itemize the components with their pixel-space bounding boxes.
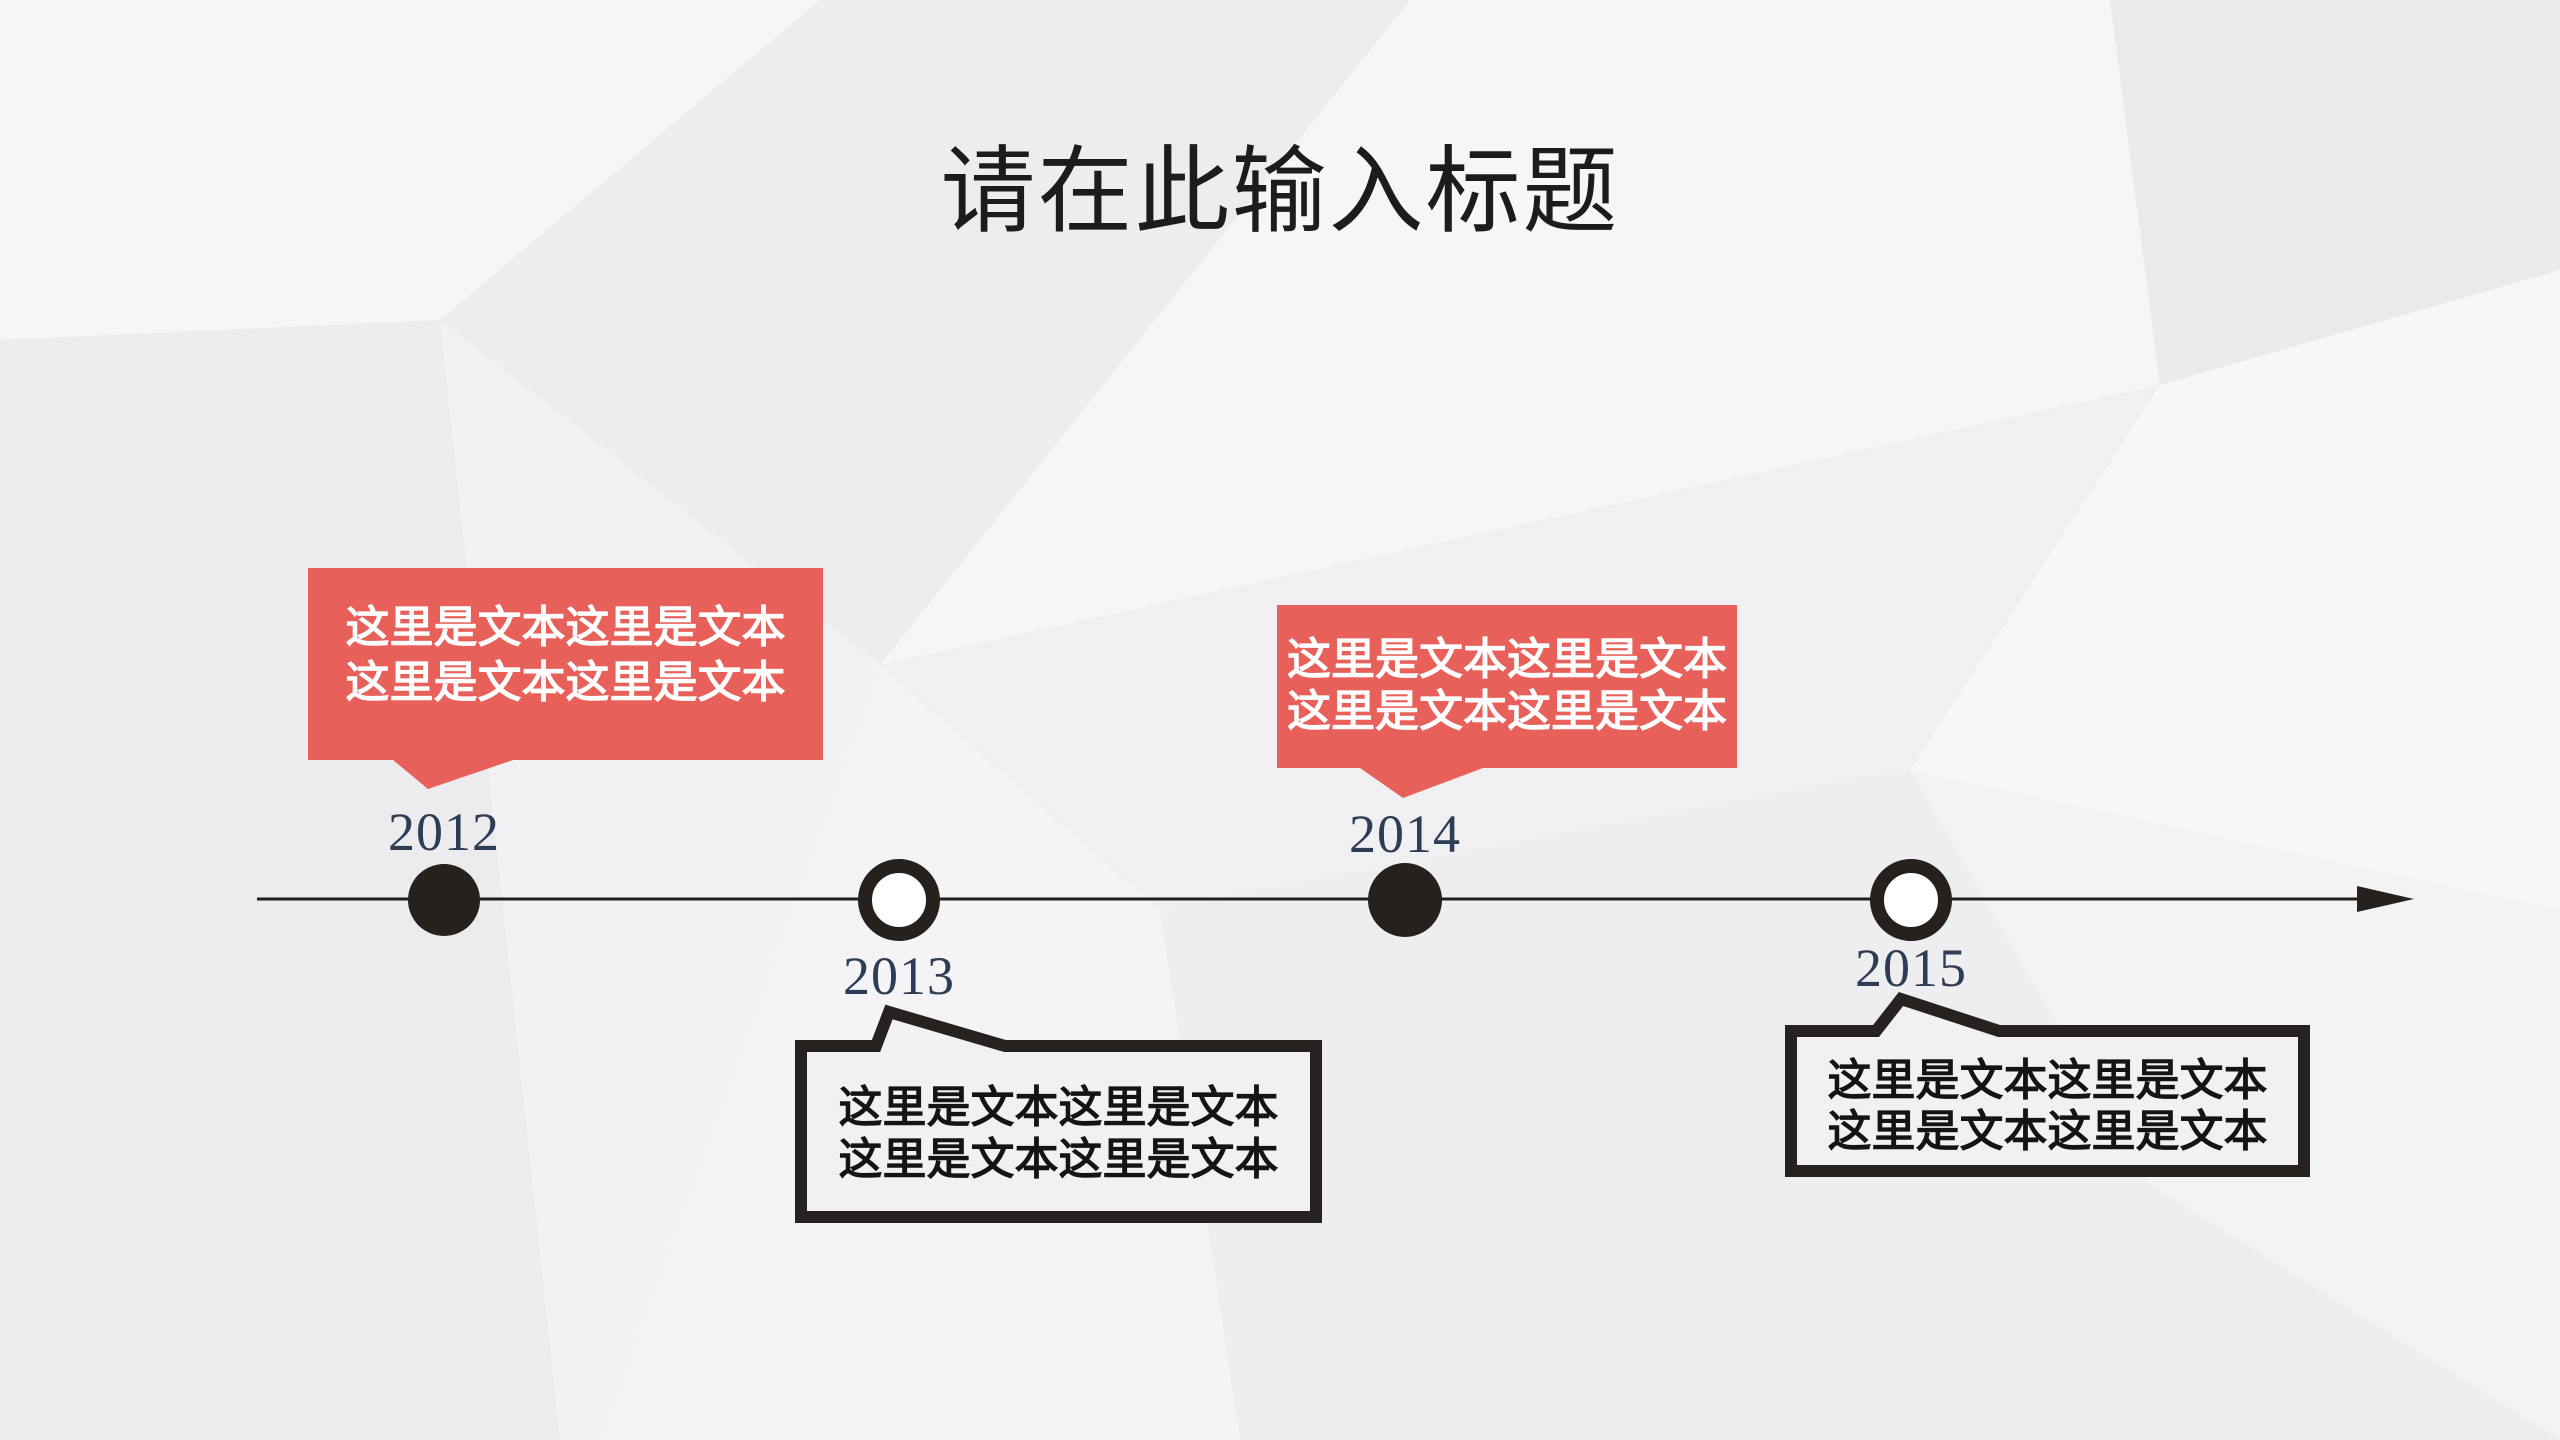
callout-bubble-2013[interactable] bbox=[795, 1004, 1322, 1223]
slide-title-placeholder[interactable]: 请在此输入标题 bbox=[940, 139, 1620, 245]
timeline-marker-2014-filled-dot bbox=[1368, 863, 1442, 937]
callout-text-line: 这里是文本这里是文本 bbox=[1287, 635, 1727, 684]
callout-bubble-2012[interactable] bbox=[308, 568, 823, 789]
year-label-2014: 2014 bbox=[1349, 804, 1461, 864]
callout-text-line: 这里是文本这里是文本 bbox=[345, 603, 786, 652]
callout-text-2013[interactable]: 这里是文本这里是文本 这里是文本这里是文本 bbox=[795, 1082, 1322, 1186]
timeline-marker-2015-hollow-dot bbox=[1870, 859, 1952, 941]
callout-text-2015[interactable]: 这里是文本这里是文本 这里是文本这里是文本 bbox=[1785, 1055, 2310, 1157]
timeline-arrowhead-icon bbox=[2357, 886, 2414, 912]
timeline-marker-2013-hollow-dot bbox=[858, 859, 940, 941]
callout-text-line: 这里是文本这里是文本 bbox=[345, 658, 786, 707]
callout-bubble-2014[interactable] bbox=[1277, 605, 1737, 798]
year-label-2013: 2013 bbox=[843, 946, 955, 1006]
year-label-2015: 2015 bbox=[1855, 938, 1967, 998]
callout-text-line: 这里是文本这里是文本 bbox=[838, 1083, 1279, 1132]
year-label-2012: 2012 bbox=[388, 802, 500, 862]
callout-text-line: 这里是文本这里是文本 bbox=[1827, 1056, 2268, 1105]
callout-text-2014[interactable]: 这里是文本这里是文本 这里是文本这里是文本 bbox=[1277, 634, 1737, 738]
timeline-marker-2012-filled-dot bbox=[408, 864, 480, 936]
callout-text-line: 这里是文本这里是文本 bbox=[838, 1135, 1279, 1184]
callout-text-2012[interactable]: 这里是文本这里是文本 这里是文本这里是文本 bbox=[308, 600, 823, 710]
callout-bubble-2015[interactable] bbox=[1785, 991, 2310, 1177]
callout-text-line: 这里是文本这里是文本 bbox=[1827, 1107, 2268, 1156]
callout-text-line: 这里是文本这里是文本 bbox=[1287, 687, 1727, 736]
